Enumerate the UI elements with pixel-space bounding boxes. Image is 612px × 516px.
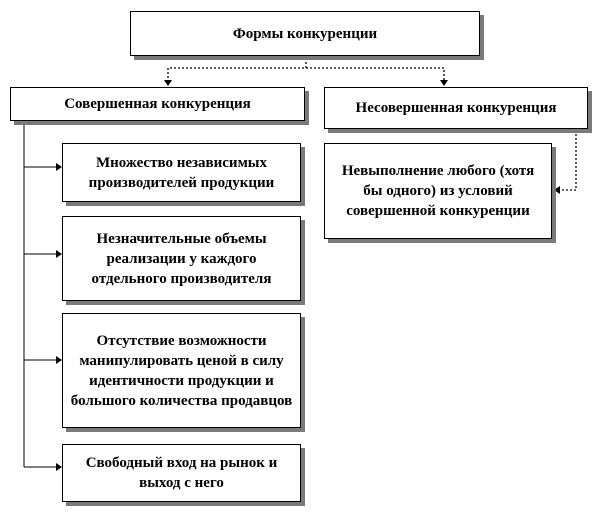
arrow-to-perfect [164,80,172,86]
arrow-to-imperfect-condition [554,186,560,194]
imperfect-condition-box: Невыполнение любого (хотя бы одного) из … [324,143,552,239]
arrow-to-condition-4 [56,463,62,471]
imperfect-competition-label: Несовершенная конкуренция [355,100,557,116]
perfect-competition-label: Совершенная конкуренция [64,96,251,112]
condition-label-3: Отсутствие возможности манипулировать це… [70,332,293,409]
root-label: Формы конкуренции [232,25,378,42]
condition-box-1: Множество независимых производителей про… [62,143,301,202]
arrow-to-imperfect [440,80,448,86]
imperfect-competition-box: Несовершенная конкуренция [324,87,588,129]
imperfect-branch-connector [560,130,577,191]
root-box: Формы конкуренции [130,11,480,56]
condition-box-3: Отсутствие возможности манипулировать це… [62,313,301,428]
perfect-competition-box: Совершенная конкуренция [10,87,305,121]
condition-label-1: Множество независимых производителей про… [88,154,275,191]
imperfect-condition-label: Невыполнение любого (хотя бы одного) из … [341,163,535,219]
arrow-to-condition-1 [56,163,62,171]
condition-label-4: Свободный вход на рынок и выход с него [85,455,278,491]
condition-box-2: Незначительные объемы реализации у каждо… [62,216,301,301]
condition-box-4: Свободный вход на рынок и выход с него [62,444,301,502]
arrow-to-condition-2 [56,250,62,258]
root-to-branches-connector [167,62,445,80]
condition-label-2: Незначительные объемы реализации у каждо… [91,230,272,287]
arrow-to-condition-3 [56,356,62,364]
